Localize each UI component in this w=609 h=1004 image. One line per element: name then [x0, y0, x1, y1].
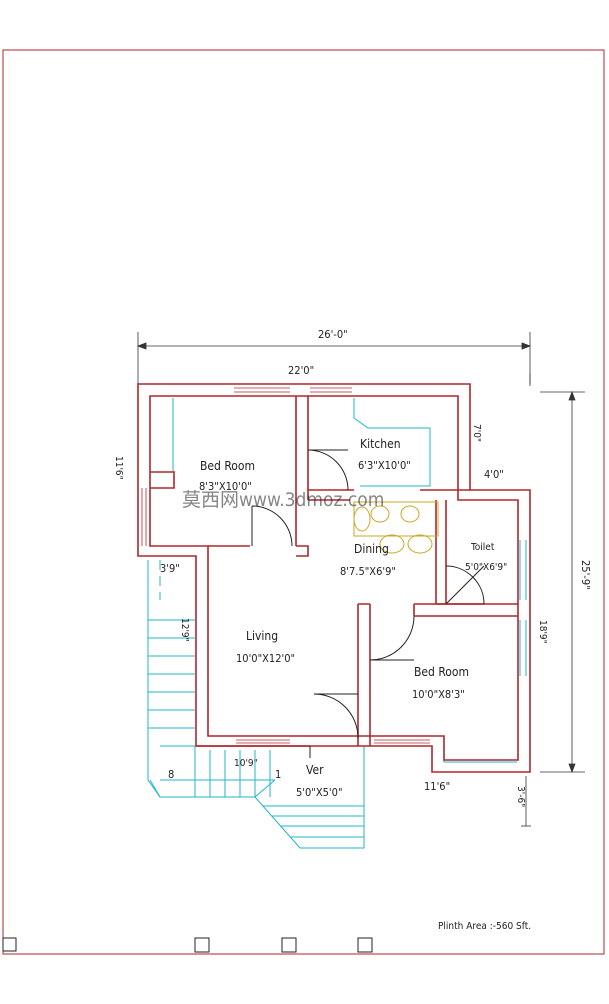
- bedroom1-setback-label: 3'9": [160, 562, 180, 575]
- walls: [137, 383, 531, 773]
- front-projection-label: 3'-6": [515, 786, 526, 807]
- bedroom1-size: 8'3"X10'0": [199, 480, 252, 493]
- overall-width-label: 26'-0": [318, 328, 348, 341]
- room-labels: Bed Room 8'3"X10'0" Kitchen 6'3"X10'0" D…: [199, 437, 507, 799]
- bedroom2-size: 10'0"X8'3": [412, 688, 465, 701]
- overall-depth-label: 25'-9": [579, 560, 592, 590]
- sheet-border: [2, 49, 605, 955]
- stairs-and-fixtures: [147, 398, 527, 849]
- verandah-name: Ver: [306, 763, 324, 777]
- dimension-lines: [136, 332, 585, 827]
- dining-size: 8'7.5"X6'9": [340, 565, 396, 578]
- stair-step-left: 8: [168, 768, 174, 781]
- living-bottom-label: 10'9": [234, 758, 258, 769]
- dining-name: Dining: [354, 542, 389, 556]
- living-left-label: 12'9": [179, 618, 190, 642]
- verandah-size: 5'0"X5'0": [296, 786, 343, 799]
- stair-step-right: 1: [275, 768, 281, 781]
- toilet-right-label: 18'9": [537, 620, 548, 644]
- plinth-area-label: Plinth Area :-560 Sft.: [438, 921, 531, 932]
- dining-furniture: [353, 501, 439, 554]
- windows: [141, 387, 430, 744]
- watermark: 莫西网www.3dmoz.com: [182, 489, 384, 511]
- bedroom1-depth-label: 11'6": [113, 456, 124, 480]
- kitchen-size: 6'3"X10'0": [358, 459, 411, 472]
- bedroom1-name: Bed Room: [200, 459, 255, 473]
- toilet-size: 5'0"X6'9": [465, 562, 507, 573]
- bedroom2-bottom-label: 11'6": [424, 780, 450, 793]
- kitchen-right-label: 4'0": [484, 468, 504, 481]
- doors: [251, 449, 485, 758]
- living-size: 10'0"X12'0": [236, 652, 295, 665]
- living-name: Living: [246, 629, 278, 643]
- bedroom2-name: Bed Room: [414, 665, 469, 679]
- dimension-labels: 26'-0" 22'0" 25'-9" 11'6" 7'0" 4'0" 3'9"…: [113, 328, 592, 807]
- toilet-name: Toilet: [470, 542, 495, 553]
- kitchen-side-label: 7'0": [471, 424, 482, 442]
- inner-width-label: 22'0": [288, 364, 314, 377]
- kitchen-name: Kitchen: [360, 437, 401, 451]
